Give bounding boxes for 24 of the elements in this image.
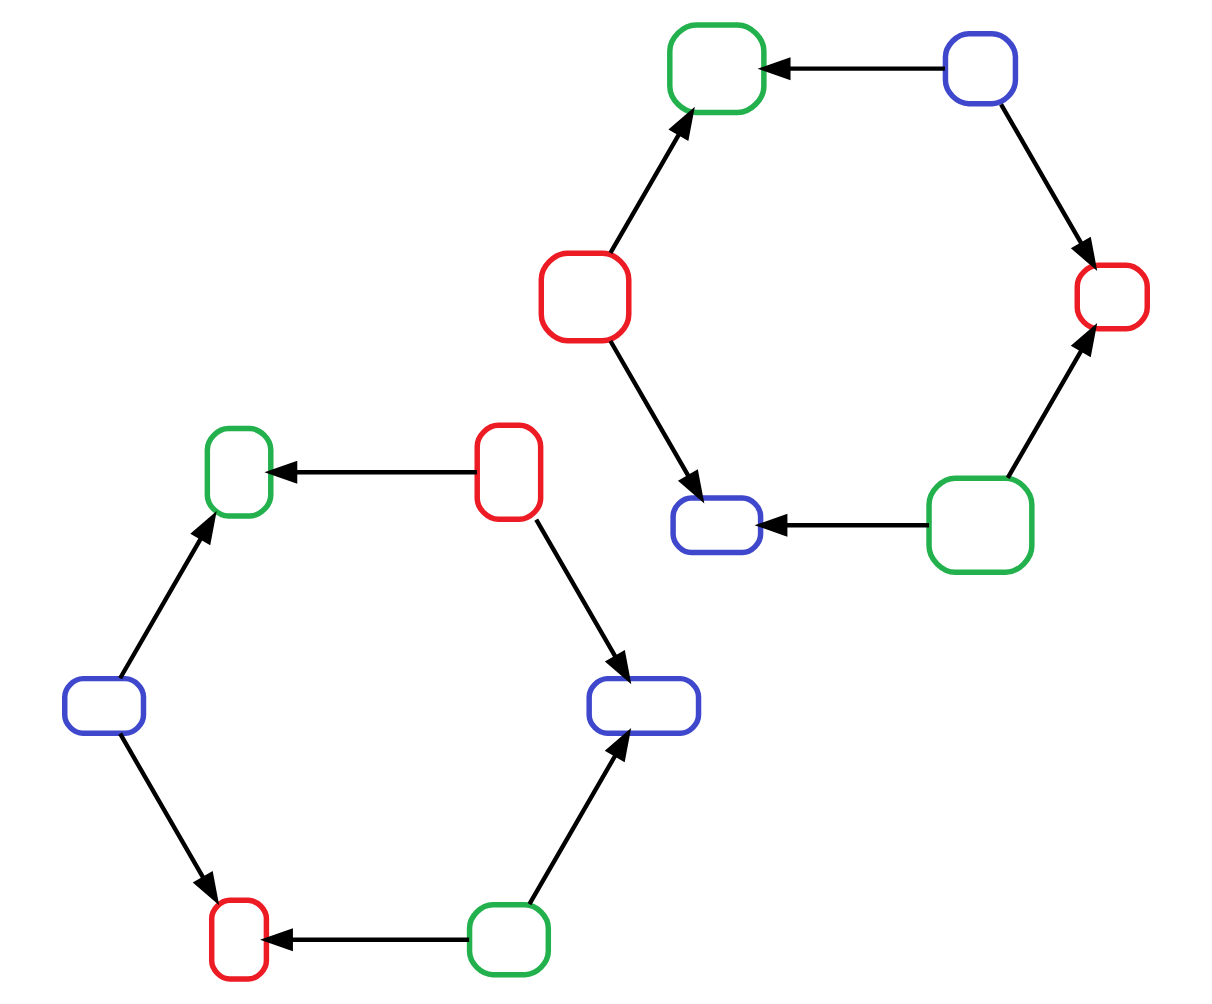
node-box	[62, 675, 147, 737]
node-box	[209, 897, 270, 982]
node-box	[670, 495, 764, 556]
node-box	[942, 30, 1019, 107]
node-box	[1074, 262, 1150, 332]
arrow	[534, 518, 632, 685]
node-box	[667, 22, 767, 116]
arrow	[608, 339, 705, 504]
arrow	[1005, 323, 1098, 480]
node-box	[466, 901, 552, 978]
node-box	[926, 475, 1035, 575]
node-box	[204, 425, 274, 519]
node-box	[586, 675, 702, 737]
node-box	[474, 422, 544, 523]
arrow	[264, 460, 477, 484]
arrow	[118, 732, 220, 906]
arrow	[754, 513, 929, 537]
arrow	[608, 106, 695, 255]
arrow	[999, 103, 1098, 271]
arrow	[527, 728, 632, 906]
arrow	[757, 57, 945, 81]
node-box	[538, 250, 632, 344]
arrow	[260, 928, 470, 952]
arrow	[118, 511, 217, 680]
